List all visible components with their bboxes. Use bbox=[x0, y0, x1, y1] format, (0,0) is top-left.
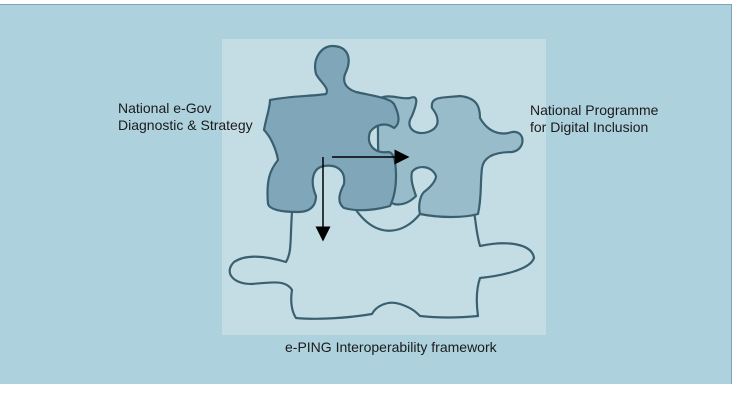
puzzle-piece-interoperability-tab bbox=[355, 209, 421, 232]
label-digital-inclusion: National Programme for Digital Inclusion bbox=[530, 102, 659, 135]
label-diagnostic-strategy: National e-Gov Diagnostic & Strategy bbox=[118, 100, 253, 133]
puzzle-piece-diagnostic bbox=[262, 44, 400, 214]
puzzle-piece-inclusion bbox=[374, 94, 524, 219]
label-interoperability-framework: e-PING Interoperability framework bbox=[285, 339, 497, 355]
puzzle-piece-interoperability bbox=[228, 211, 536, 320]
